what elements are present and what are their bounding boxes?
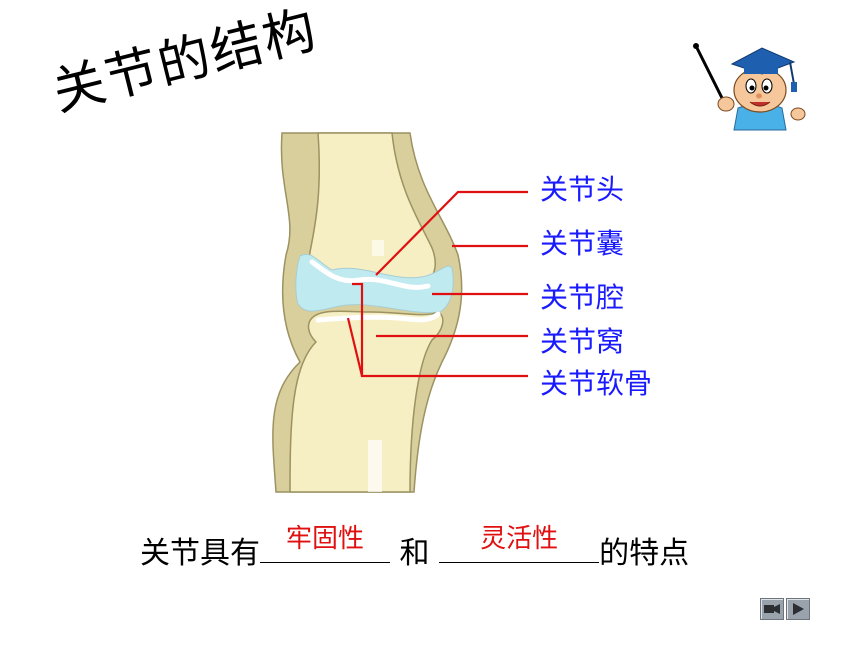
label-joint-capsule: 关节囊 <box>540 227 625 260</box>
label-joint-head: 关节头 <box>540 173 625 206</box>
teacher-icon <box>693 43 806 131</box>
lower-bone-shape <box>289 310 444 493</box>
sentence-middle: 和 <box>390 536 440 571</box>
fill-in-sentence: 关节具有牢固性 和 灵活性 的特点 <box>140 524 690 572</box>
sentence-suffix: 的特点 <box>599 536 690 571</box>
answer-1: 牢固性 <box>285 524 364 554</box>
video-camera-icon <box>764 604 780 614</box>
leader-lines <box>346 190 528 378</box>
blank-2: 灵活性 <box>439 524 600 563</box>
joint-cavity-shape <box>295 254 454 314</box>
nav-video-button[interactable] <box>760 598 784 620</box>
label-joint-cavity: 关节腔 <box>540 281 625 314</box>
nav-next-button[interactable] <box>786 598 810 620</box>
answer-2: 灵活性 <box>480 524 559 554</box>
sentence-prefix: 关节具有 <box>140 536 260 571</box>
label-joint-socket: 关节窝 <box>540 325 625 358</box>
blank-1: 牢固性 <box>260 524 390 563</box>
play-arrow-icon <box>793 603 804 615</box>
leader-line-cartilage <box>352 282 528 378</box>
leader-line-head <box>375 190 528 276</box>
label-articular-cartilage: 关节软骨 <box>540 367 653 400</box>
